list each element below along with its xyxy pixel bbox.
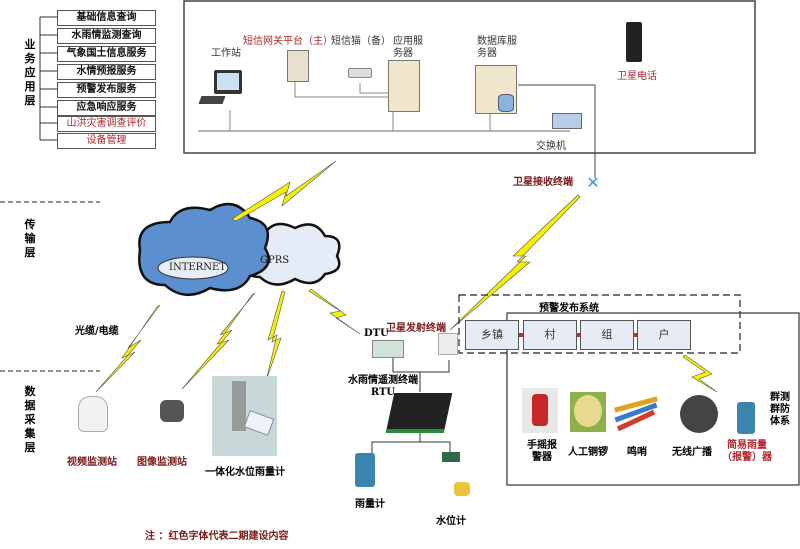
integrated-gauge-label: 一体化水位雨量计: [205, 467, 285, 478]
layer-label-application: 业务应用层: [24, 38, 36, 107]
image-station-label: 图像监测站: [137, 457, 187, 468]
horn-label: 鸣哨: [627, 447, 647, 458]
service-weather-land: 气象国土信息服务: [57, 46, 156, 62]
sat-phone-label: 卫星电话: [617, 71, 657, 82]
chain-group: 组: [580, 320, 634, 350]
sat-transmitter-icon: [438, 333, 458, 355]
sat-phone-icon: [626, 22, 642, 62]
bolt-image: [181, 292, 256, 390]
rtu-label: 水雨情遥测终端RTU: [348, 375, 418, 398]
workstation-icon: [198, 70, 244, 106]
internet-label: INTERNET: [169, 262, 226, 273]
service-basic-info: 基础信息查询: [57, 10, 156, 26]
service-survey: 山洪灾害调查评价: [57, 116, 156, 132]
rain-gauge-icon: [355, 453, 375, 487]
sms-modem-label: 短信猫（备）: [331, 36, 391, 47]
rtu-icon: [385, 393, 453, 433]
legend-note: 注 ：红色字体代表二期建设内容: [145, 531, 289, 542]
simple-rain-alarm-label: 简易雨量（报警）器: [722, 440, 772, 463]
bolt-broadcast: [682, 354, 718, 393]
bolt-dtu: [308, 288, 361, 335]
dtu-icon: [372, 340, 404, 358]
chain-township: 乡镇: [465, 320, 519, 350]
bolt-fiber: [95, 304, 161, 393]
sat-receiver-label: 卫星接收终端: [513, 177, 573, 188]
service-warning: 预警发布服务: [57, 82, 156, 98]
gong-icon: [570, 392, 606, 432]
service-equipment: 设备管理: [57, 133, 156, 149]
hand-siren-icon: [522, 388, 558, 433]
simple-rain-alarm-icon: [737, 402, 755, 434]
video-camera-icon: [78, 396, 108, 432]
chain-village: 村: [523, 320, 577, 350]
data-center-box: [183, 0, 756, 154]
layer-label-transmission: 传输层: [24, 218, 36, 259]
app-server-label: 应用服务器: [393, 36, 423, 59]
hand-siren-label: 手摇报警器: [527, 440, 557, 463]
service-emergency: 应急响应服务: [57, 100, 156, 116]
switch-label: 交换机: [536, 141, 566, 152]
dtu-label: DTU: [364, 328, 389, 339]
bolt-satellite: [449, 194, 581, 331]
sms-gateway-icon: [287, 50, 309, 82]
group-defense-label: 群测群防体系: [770, 392, 790, 427]
app-server-icon: [388, 60, 420, 112]
fiber-label: 光缆/电缆: [75, 326, 119, 337]
warning-system-title: 预警发布系统: [539, 303, 599, 314]
horn-icon: [612, 392, 658, 432]
db-server-icon: [475, 65, 517, 114]
broadcast-speaker-icon: [670, 395, 720, 435]
service-forecast: 水情预报服务: [57, 64, 156, 80]
internet-cloud: [138, 202, 270, 296]
switch-icon: [552, 113, 582, 129]
gong-label: 人工铜锣: [568, 447, 608, 458]
sms-gateway-label: 短信网关平台（主）: [243, 36, 333, 47]
water-gauge-label: 水位计: [436, 516, 466, 527]
sat-transmitter-label: 卫星发射终端: [386, 323, 446, 334]
group-defense-box: [506, 312, 800, 486]
warning-system-box: [458, 294, 741, 354]
gprs-label: GPRS: [260, 255, 290, 266]
sat-receiver-icon: ✕: [586, 173, 600, 192]
image-camera-icon: [160, 400, 184, 422]
rain-gauge-label: 雨量计: [355, 499, 385, 510]
video-station-label: 视频监测站: [67, 457, 117, 468]
chain-household: 户: [637, 320, 691, 350]
bolt-gauge: [265, 290, 286, 382]
db-server-label: 数据库服务器: [477, 36, 517, 59]
integrated-gauge-icon: [212, 376, 277, 456]
workstation-label: 工作站: [211, 48, 241, 59]
bolt-internet-center: [231, 160, 337, 222]
service-water-rain: 水雨情监测查询: [57, 28, 156, 44]
sms-modem-icon: [348, 68, 372, 78]
water-gauge-icon: [438, 452, 470, 502]
layer-label-acquisition: 数据采集层: [24, 385, 36, 454]
broadcast-label: 无线广播: [672, 447, 712, 458]
